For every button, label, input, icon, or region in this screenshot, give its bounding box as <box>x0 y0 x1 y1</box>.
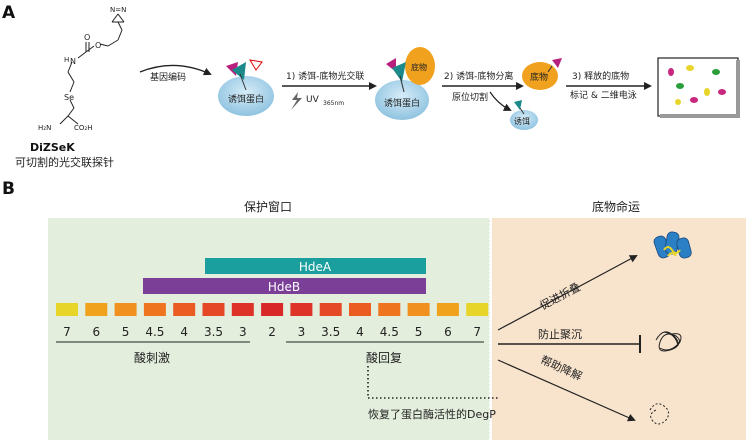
fate-degrade-arrow <box>497 359 636 422</box>
ph-value: 5 <box>122 325 130 339</box>
ph-swatch <box>378 303 401 316</box>
substrate-label-1: 底物 <box>411 62 427 72</box>
chem-h-label: H <box>64 56 69 64</box>
panel-a-label: A <box>2 3 16 23</box>
ph-value: 6 <box>444 325 452 339</box>
fate-fold-arrow <box>497 255 638 331</box>
ph-row: 7 6 5 4.5 4 3.5 3 2 3 3.5 4 4.5 5 6 7 <box>56 303 489 339</box>
protect-window-title: 保护窗口 <box>244 200 292 214</box>
ph-value: 6 <box>92 325 100 339</box>
degp-connector <box>367 366 498 399</box>
ph-value: 4 <box>180 325 188 339</box>
ph-swatch <box>231 303 254 316</box>
substrate-label-2: 底物 <box>530 71 548 83</box>
chem-h2n-label: H₂N <box>38 124 51 132</box>
ph-value: 4.5 <box>380 325 399 339</box>
chem-se-label: Se <box>64 93 74 102</box>
hdea-label: HdeA <box>299 260 332 274</box>
chem-o-label: O <box>95 41 101 50</box>
genetic-encoding-arrow <box>139 64 212 76</box>
panel-b-label: B <box>2 179 15 199</box>
bait-small-label: 诱饵 <box>514 116 530 126</box>
chem-n-label: N <box>70 57 76 66</box>
ph-swatch <box>85 303 108 316</box>
hdeb-bar <box>143 278 426 294</box>
fate-bg <box>492 218 746 440</box>
step2-line2: 原位切割 <box>452 91 488 103</box>
ph-swatch <box>261 303 284 316</box>
step3-line2: 标记 & 二维电泳 <box>570 89 637 101</box>
ph-swatch <box>436 303 459 316</box>
ph-swatch <box>407 303 430 316</box>
ph-value: 4.5 <box>145 325 164 339</box>
chem-o2-label: O <box>84 33 90 42</box>
bait-label-2: 诱饵蛋白 <box>384 97 420 109</box>
acid-recovery-label: 酸回复 <box>366 350 402 365</box>
ph-value: 5 <box>415 325 423 339</box>
ph-value: 4 <box>356 325 364 339</box>
ph-value: 3.5 <box>321 325 340 339</box>
ph-swatch <box>56 303 78 316</box>
dizsek-structure <box>59 13 125 125</box>
chem-co2h-label: CO₂H <box>74 124 92 132</box>
protect-window-bg <box>48 218 490 440</box>
substrate-fate-title: 底物命运 <box>592 199 640 214</box>
split-arrow <box>489 91 512 111</box>
ph-swatch <box>114 303 137 316</box>
bait-protein-1 <box>218 59 274 116</box>
ph-value: 7 <box>473 325 481 339</box>
ph-value: 3.5 <box>204 325 223 339</box>
ph-swatch <box>143 303 166 316</box>
probe-caption: 可切割的光交联探针 <box>15 155 114 169</box>
ph-value: 3 <box>298 325 306 339</box>
bait-substrate-complex <box>375 47 435 120</box>
released-substrate <box>522 58 562 90</box>
ph-value: 2 <box>268 325 276 339</box>
ph-swatch <box>173 303 196 316</box>
hdeb-label: HdeB <box>268 280 300 294</box>
ph-swatch <box>349 303 371 316</box>
step-genetic-label: 基因编码 <box>150 71 186 83</box>
2d-gel <box>657 57 740 118</box>
ph-value: 7 <box>63 325 71 339</box>
step2-line1: 2) 诱饵-底物分离 <box>444 70 513 82</box>
ph-value: 3 <box>239 325 247 339</box>
bait-small <box>510 100 538 130</box>
fate-aggregate-label: 防止聚沉 <box>538 327 582 341</box>
acid-stress-label: 酸刺激 <box>134 350 170 365</box>
aggregate-tangle-icon <box>655 331 682 352</box>
ph-swatch <box>466 303 489 316</box>
degp-note: 恢复了蛋白酶活性的DegP <box>368 407 496 421</box>
ph-swatch <box>319 303 342 316</box>
ph-swatch <box>202 303 225 316</box>
uv-sub-label: 365nm <box>323 100 344 107</box>
ph-swatch <box>290 303 313 316</box>
bait-label-1: 诱饵蛋白 <box>228 93 264 105</box>
uv-bolt-icon <box>291 92 302 110</box>
probe-name: DiZSeK <box>30 141 75 154</box>
folded-protein-icon <box>653 231 692 259</box>
step3-line1: 3) 释放的底物 <box>572 70 629 82</box>
degraded-protein-icon <box>649 403 670 425</box>
hdea-bar <box>205 258 426 274</box>
step1-label: 1) 诱饵-底物光交联 <box>286 70 364 82</box>
chem-nn-label: N=N <box>110 6 126 14</box>
uv-label: UV <box>306 95 320 105</box>
